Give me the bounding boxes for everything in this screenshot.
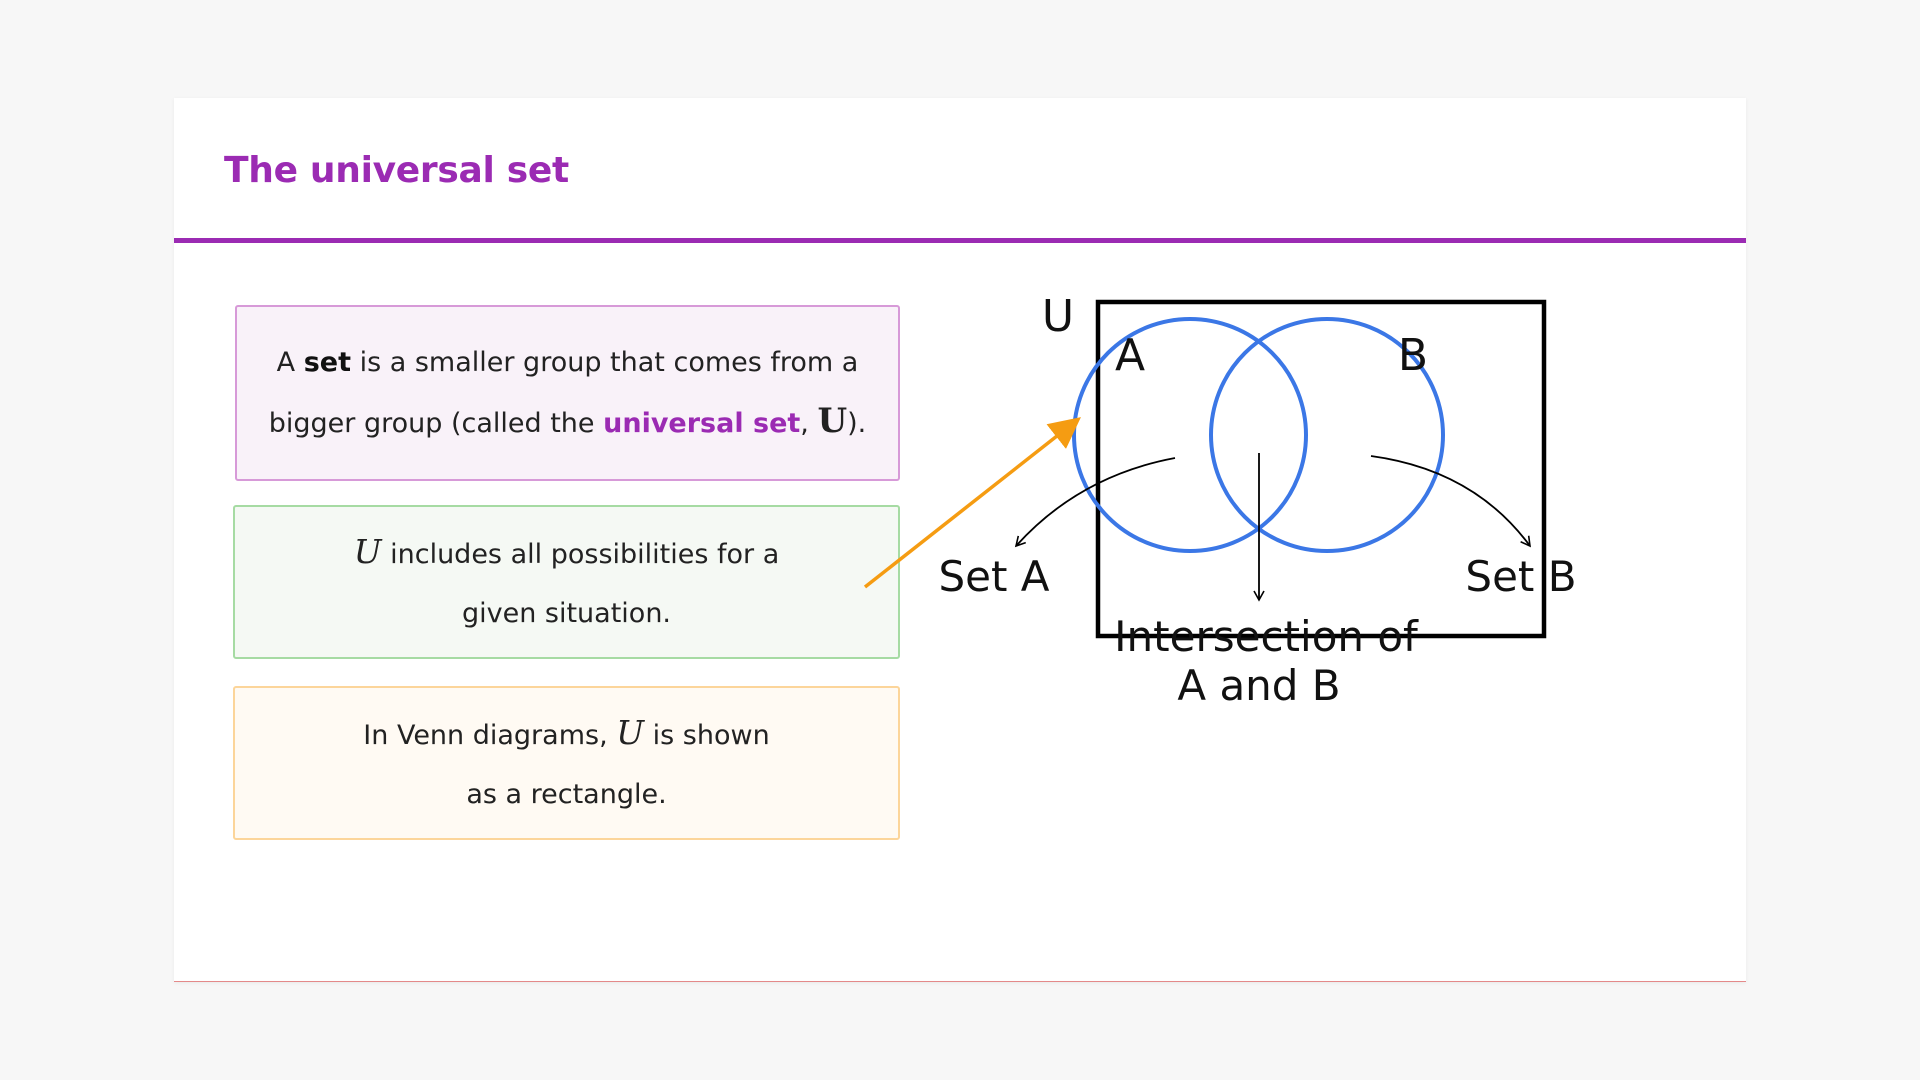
definition-keyword-universal-set: universal set <box>603 408 801 439</box>
rectangle-card: In Venn diagrams, U is shown as a rectan… <box>233 686 900 840</box>
possibilities-text-body: includes all possibilities for a given s… <box>381 538 780 629</box>
set-a-callout-arrow <box>1014 457 1176 548</box>
slide-title: The universal set <box>224 150 569 191</box>
set-b-callout-label: Set B <box>1465 552 1576 601</box>
set-b-label: B <box>1398 330 1428 381</box>
rectangle-text-post: is shown as a rectangle. <box>466 719 770 810</box>
possibilities-card: U includes all possibilities for a given… <box>233 505 900 659</box>
definition-text-post: ). <box>847 408 867 439</box>
definition-text: A set is a smaller group that comes from… <box>247 333 888 453</box>
intersection-callout-label-line1: Intersection of <box>1114 612 1419 661</box>
definition-card: A set is a smaller group that comes from… <box>235 305 900 481</box>
definition-keyword-set: set <box>303 347 351 378</box>
set-a-label: A <box>1115 330 1145 381</box>
intersection-callout-label-line2: A and B <box>1177 661 1340 710</box>
universal-set-symbol: U <box>616 712 645 752</box>
definition-text-mid: is a smaller group that comes from a big… <box>268 347 859 439</box>
possibilities-text: U includes all possibilities for a given… <box>325 522 808 643</box>
universal-set-symbol: U <box>353 531 382 571</box>
universe-label: U <box>1042 291 1074 342</box>
rectangle-text: In Venn diagrams, U is shown as a rectan… <box>355 703 778 824</box>
rectangle-text-pre: In Venn diagrams, <box>363 719 617 751</box>
title-divider <box>174 238 1746 243</box>
venn-diagram: U A B Set A Set B Intersection of A and … <box>863 291 1577 710</box>
rectangle-pointer-arrow <box>863 417 1081 589</box>
slide: The universal set A set is a smaller gro… <box>174 98 1746 982</box>
universal-set-rectangle <box>1095 299 1547 639</box>
set-a-circle <box>1072 317 1308 553</box>
set-b-callout-arrow <box>1370 455 1531 548</box>
set-a-callout-label: Set A <box>938 552 1049 601</box>
definition-text-comma: , <box>800 408 818 439</box>
universal-set-symbol: U <box>817 401 848 441</box>
definition-text-pre: A <box>276 347 304 378</box>
set-b-circle <box>1209 317 1445 553</box>
